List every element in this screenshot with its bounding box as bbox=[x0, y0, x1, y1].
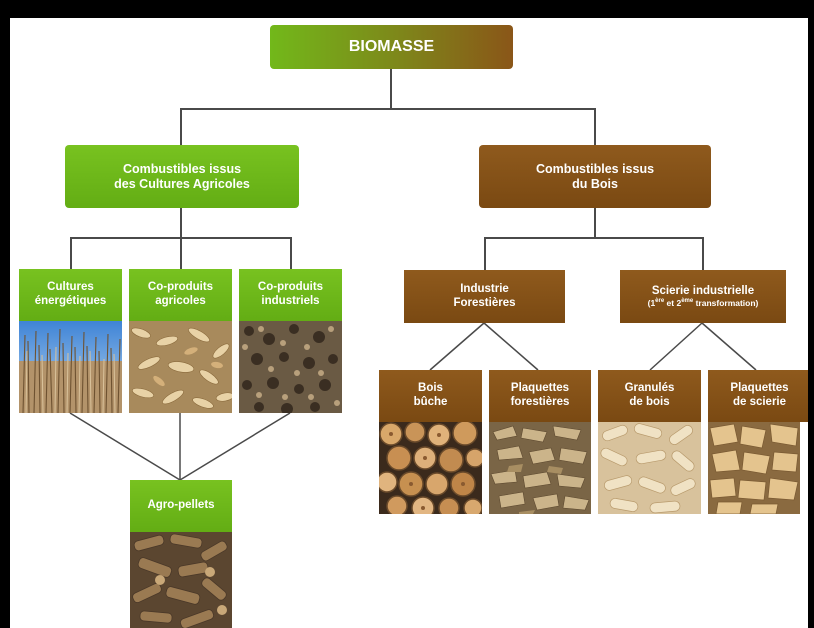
connector-root-down bbox=[390, 69, 392, 109]
right-item-granules-de-bois: Granulés de bois bbox=[598, 370, 701, 422]
right-sub2-sup2: ème bbox=[681, 298, 694, 305]
left-item-1-line2: énergétiques bbox=[34, 295, 107, 307]
right-sub2-line2-post: transformation) bbox=[693, 298, 759, 309]
right-branch-title-line2: du Bois bbox=[572, 176, 618, 191]
energy-crops-image bbox=[19, 321, 122, 413]
right-item-plaquettes-forestieres: Plaquettes forestières bbox=[489, 370, 591, 422]
photo-agro-pellets bbox=[130, 532, 232, 628]
right-item-4-line1: Plaquettes bbox=[730, 382, 789, 395]
right-sub1-line2: Forestières bbox=[453, 296, 516, 309]
left-item-1-line1: Cultures bbox=[47, 281, 94, 294]
left-item-3-line1: Co-produits bbox=[257, 281, 324, 294]
connector-right-down bbox=[594, 208, 596, 238]
root-node-biomasse: BIOMASSE bbox=[270, 25, 513, 69]
connector-to-right-branch bbox=[594, 108, 596, 145]
connector-left-down bbox=[180, 208, 182, 238]
left-result-agro-pellets: Agro-pellets bbox=[130, 480, 232, 532]
right-sub2-sup1: ère bbox=[655, 298, 665, 305]
right-item-2-line1: Plaquettes bbox=[510, 382, 570, 395]
left-item-coproduits-agricoles: Co-produits agricoles bbox=[129, 269, 232, 321]
right-item-bois-buche: Bois bûche bbox=[379, 370, 482, 422]
right-sub-scierie-industrielle: Scierie industrielle (1ère et 2ème trans… bbox=[620, 270, 786, 323]
connector-right-horizontal bbox=[484, 237, 704, 239]
connector-to-left-branch bbox=[180, 108, 182, 145]
right-branch-title-line1: Combustibles issus bbox=[535, 161, 655, 176]
right-item-3-line1: Granulés bbox=[624, 382, 675, 395]
right-item-3-line2: de bois bbox=[629, 396, 670, 408]
connector-sub2-to-item4 bbox=[701, 322, 757, 371]
left-branch-title-line2: des Cultures Agricoles bbox=[114, 176, 250, 191]
left-branch-title-line1: Combustibles issus bbox=[122, 161, 242, 176]
right-branch-node: Combustibles issus du Bois bbox=[479, 145, 711, 208]
connector-item1-to-pellets bbox=[69, 412, 181, 481]
connector-root-horizontal bbox=[180, 108, 596, 110]
photo-firewood bbox=[379, 422, 482, 514]
grain-husks-image bbox=[129, 321, 232, 413]
photo-industrial-coproducts bbox=[239, 321, 342, 413]
left-item-coproduits-industriels: Co-produits industriels bbox=[239, 269, 342, 321]
right-item-1-line1: Bois bbox=[418, 382, 443, 395]
connector-left-item2 bbox=[180, 237, 182, 269]
diagonal-connectors bbox=[69, 322, 757, 481]
firewood-logs-image bbox=[379, 422, 482, 514]
connector-sub1-to-item2 bbox=[483, 322, 539, 371]
left-item-2-line2: agricoles bbox=[155, 295, 206, 307]
right-item-4-line2: de scierie bbox=[732, 396, 787, 408]
agro-pellets-label: Agro-pellets bbox=[147, 499, 215, 512]
connector-item3-to-pellets bbox=[179, 412, 291, 481]
connector-left-item3 bbox=[290, 237, 292, 269]
photo-sawmill-chips bbox=[708, 422, 800, 514]
right-sub1-line1: Industrie bbox=[460, 282, 509, 295]
right-sub2-line2-pre: (1 bbox=[647, 298, 656, 309]
left-item-cultures: Cultures énergétiques bbox=[19, 269, 122, 321]
diagram-canvas: BIOMASSE Combustibles issus des Cultures… bbox=[10, 18, 808, 628]
photo-wood-pellets bbox=[598, 422, 701, 514]
photo-energy-crops bbox=[19, 321, 122, 413]
right-item-plaquettes-de-scierie: Plaquettes de scierie bbox=[708, 370, 808, 422]
sawmill-chips-image bbox=[708, 422, 800, 514]
right-sub-industrie-forestieres: Industrie Forestières bbox=[404, 270, 565, 323]
left-branch-node: Combustibles issus des Cultures Agricole… bbox=[65, 145, 299, 208]
right-item-2-line2: forestières bbox=[510, 396, 570, 408]
left-item-2-line1: Co-produits bbox=[147, 281, 214, 294]
connector-sub1-to-item1 bbox=[429, 322, 485, 371]
right-sub2-line2: (1ère et 2ème transformation) bbox=[648, 298, 759, 308]
connector-left-item1 bbox=[70, 237, 72, 269]
industrial-residue-image bbox=[239, 321, 342, 413]
photo-agricultural-coproducts bbox=[129, 321, 232, 413]
connector-sub2-to-item3 bbox=[649, 322, 703, 371]
agro-pellets-image bbox=[130, 532, 232, 628]
forest-chips-image bbox=[489, 422, 591, 514]
root-label: BIOMASSE bbox=[348, 38, 435, 56]
left-item-3-line2: industriels bbox=[261, 295, 320, 307]
right-sub2-line2-mid: et 2 bbox=[664, 298, 682, 309]
wood-pellets-image bbox=[598, 422, 701, 514]
right-sub2-line1: Scierie industrielle bbox=[651, 284, 755, 297]
connector-right-sub2 bbox=[702, 237, 704, 270]
connector-right-sub1 bbox=[484, 237, 486, 270]
photo-forest-chips bbox=[489, 422, 591, 514]
right-item-1-line2: bûche bbox=[413, 396, 448, 408]
